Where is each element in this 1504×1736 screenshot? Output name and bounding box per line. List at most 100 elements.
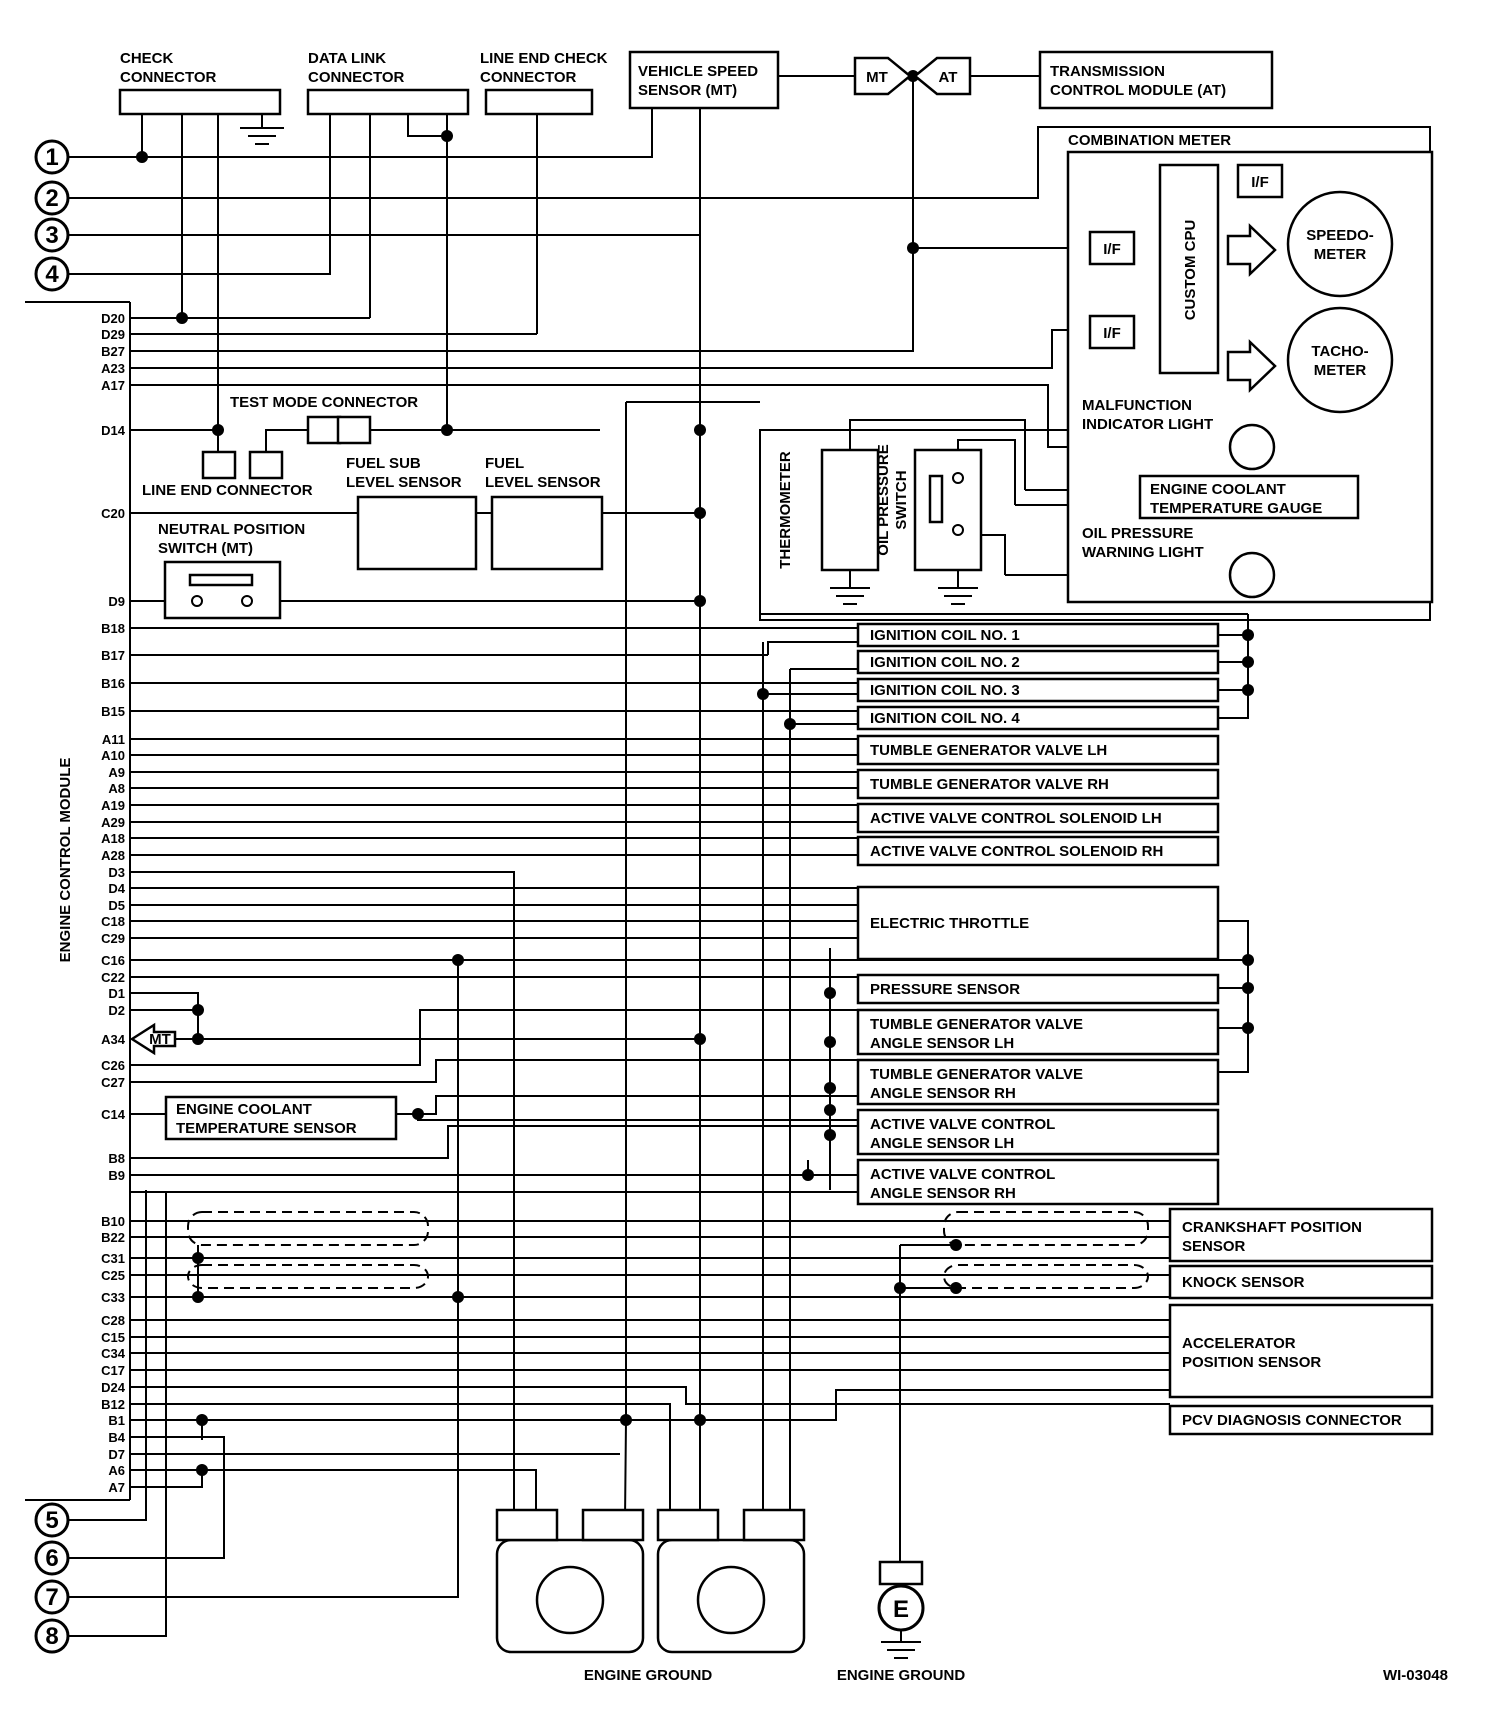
- combination-meter-label: COMBINATION METER: [1068, 132, 1231, 149]
- pin-label: A29: [101, 815, 125, 830]
- switch-terminal: [952, 524, 964, 536]
- component-boxes: [34, 50, 1434, 1654]
- ground-terminal: [581, 1508, 645, 1542]
- line-end-check-connector: [484, 88, 594, 116]
- arrow-icon: [1226, 223, 1277, 277]
- component-ign4: [856, 705, 1220, 731]
- pin-label: D5: [108, 898, 125, 913]
- wire: [130, 329, 1090, 369]
- switch-contact: [928, 474, 944, 524]
- switch-terminal: [241, 595, 253, 607]
- ect-gauge-label: TEMPERATURE GAUGE: [1150, 500, 1322, 517]
- pin-label: B27: [101, 344, 125, 359]
- speedometer-label: METER: [1314, 246, 1367, 263]
- junction-dot: [176, 312, 188, 324]
- oil-warning-lamp: [1228, 551, 1276, 599]
- junction-dot: [1242, 954, 1254, 966]
- wire: [418, 1095, 858, 1115]
- pin-label: C18: [101, 914, 125, 929]
- pin-label: B9: [108, 1168, 125, 1183]
- circuit-number: [34, 1540, 70, 1576]
- oil-pressure-switch: [913, 448, 983, 572]
- junction-dot: [802, 1169, 814, 1181]
- at-label: AT: [939, 69, 958, 86]
- wire: [130, 1470, 203, 1488]
- component-crank: [1168, 1207, 1434, 1263]
- mil-lamp: [1228, 423, 1276, 471]
- pin-label: D1: [108, 986, 125, 1001]
- shield: [187, 1264, 429, 1289]
- line-end-connector-label: LINE END CONNECTOR: [142, 482, 313, 499]
- ect-sensor-label: ENGINE COOLANT: [176, 1101, 312, 1118]
- pin-label: C31: [101, 1251, 125, 1266]
- wire: [407, 114, 447, 137]
- fuel-level-sensor-label: FUEL: [485, 455, 524, 472]
- pin-label: B1: [108, 1413, 125, 1428]
- if-box: [1088, 230, 1136, 266]
- pin-label: B12: [101, 1397, 125, 1412]
- component-label-avcs_rh: ACTIVE VALVE CONTROL SOLENOID RH: [870, 843, 1163, 860]
- tcm-label: TRANSMISSION: [1050, 63, 1165, 80]
- fuel-sub-level-sensor-label: FUEL SUB: [346, 455, 421, 472]
- fuel-level-sensor-label: LEVEL SENSOR: [485, 474, 601, 491]
- mil-label: INDICATOR LIGHT: [1082, 416, 1213, 433]
- component-avcs_lh: [856, 802, 1220, 834]
- if-box: [1236, 163, 1284, 199]
- ground-bolt: [535, 1565, 605, 1635]
- mt-arrow-left: [129, 1022, 177, 1056]
- component-label-tgv_ang_lh: TUMBLE GENERATOR VALVE: [870, 1016, 1083, 1033]
- oil-warning-label: OIL PRESSURE: [1082, 525, 1193, 542]
- circuit-number: [34, 217, 70, 253]
- fuel-sub-level-sensor-label: LEVEL SENSOR: [346, 474, 462, 491]
- component-pressure: [856, 973, 1220, 1005]
- line-end-connector-pin: [201, 450, 237, 480]
- pin-label: A28: [101, 848, 125, 863]
- pin-label: C17: [101, 1363, 125, 1378]
- junction-dot: [824, 1129, 836, 1141]
- pin-label: D29: [101, 327, 125, 342]
- pin-label: B10: [101, 1214, 125, 1229]
- shield: [943, 1211, 1149, 1246]
- junction-dot: [824, 987, 836, 999]
- shield: [943, 1264, 1149, 1289]
- wire: [130, 1469, 537, 1520]
- circuit-number-label: 6: [45, 1545, 58, 1572]
- pin-label: D24: [101, 1380, 126, 1395]
- engine-ground-label: ENGINE GROUND: [584, 1667, 713, 1684]
- component-accel: [1168, 1303, 1434, 1399]
- circuit-number-label: 3: [45, 222, 58, 249]
- vehicle-speed-sensor-label: VEHICLE SPEED: [638, 63, 758, 80]
- component-ign2: [856, 649, 1220, 675]
- pin-label: A23: [101, 361, 125, 376]
- component-label-pcv: PCV DIAGNOSIS CONNECTOR: [1182, 1412, 1402, 1429]
- ground-e-icon: [877, 1584, 925, 1632]
- component-label-accel: ACCELERATOR: [1182, 1335, 1296, 1352]
- ecm-label: ENGINE CONTROL MODULE: [57, 758, 74, 963]
- data-link-connector-label: CONNECTOR: [308, 69, 405, 86]
- figure-id: WI-03048: [1383, 1667, 1448, 1684]
- pin-label: B17: [101, 648, 125, 663]
- thermometer-label: THERMOMETER: [777, 451, 794, 569]
- pin-label: C15: [101, 1330, 125, 1345]
- pin-label: D3: [108, 865, 125, 880]
- oil-pressure-switch-label: OIL PRESSURE: [875, 444, 892, 555]
- wire: [1218, 920, 1249, 1073]
- mt-arrow: [853, 56, 912, 96]
- test-mode-connector-pin: [336, 415, 372, 445]
- pin-label: C34: [101, 1346, 126, 1361]
- component-label-tgv_ang_rh: ANGLE SENSOR RH: [870, 1085, 1016, 1102]
- pin-label: C22: [101, 970, 125, 985]
- line-end-connector-pin: [248, 450, 284, 480]
- wire: [130, 871, 515, 1520]
- ground-e-label: E: [893, 1596, 909, 1623]
- pin-label: D2: [108, 1003, 125, 1018]
- pin-label: A8: [108, 781, 125, 796]
- custom-cpu: [1158, 163, 1220, 375]
- wire: [417, 1114, 858, 1121]
- arrow-icon: [1226, 339, 1277, 393]
- neutral-position-switch-label: NEUTRAL POSITION: [158, 521, 305, 538]
- if-label: I/F: [1103, 325, 1121, 342]
- ground-terminal: [878, 1560, 924, 1586]
- component-label-pressure: PRESSURE SENSOR: [870, 981, 1020, 998]
- component-knock: [1168, 1264, 1434, 1300]
